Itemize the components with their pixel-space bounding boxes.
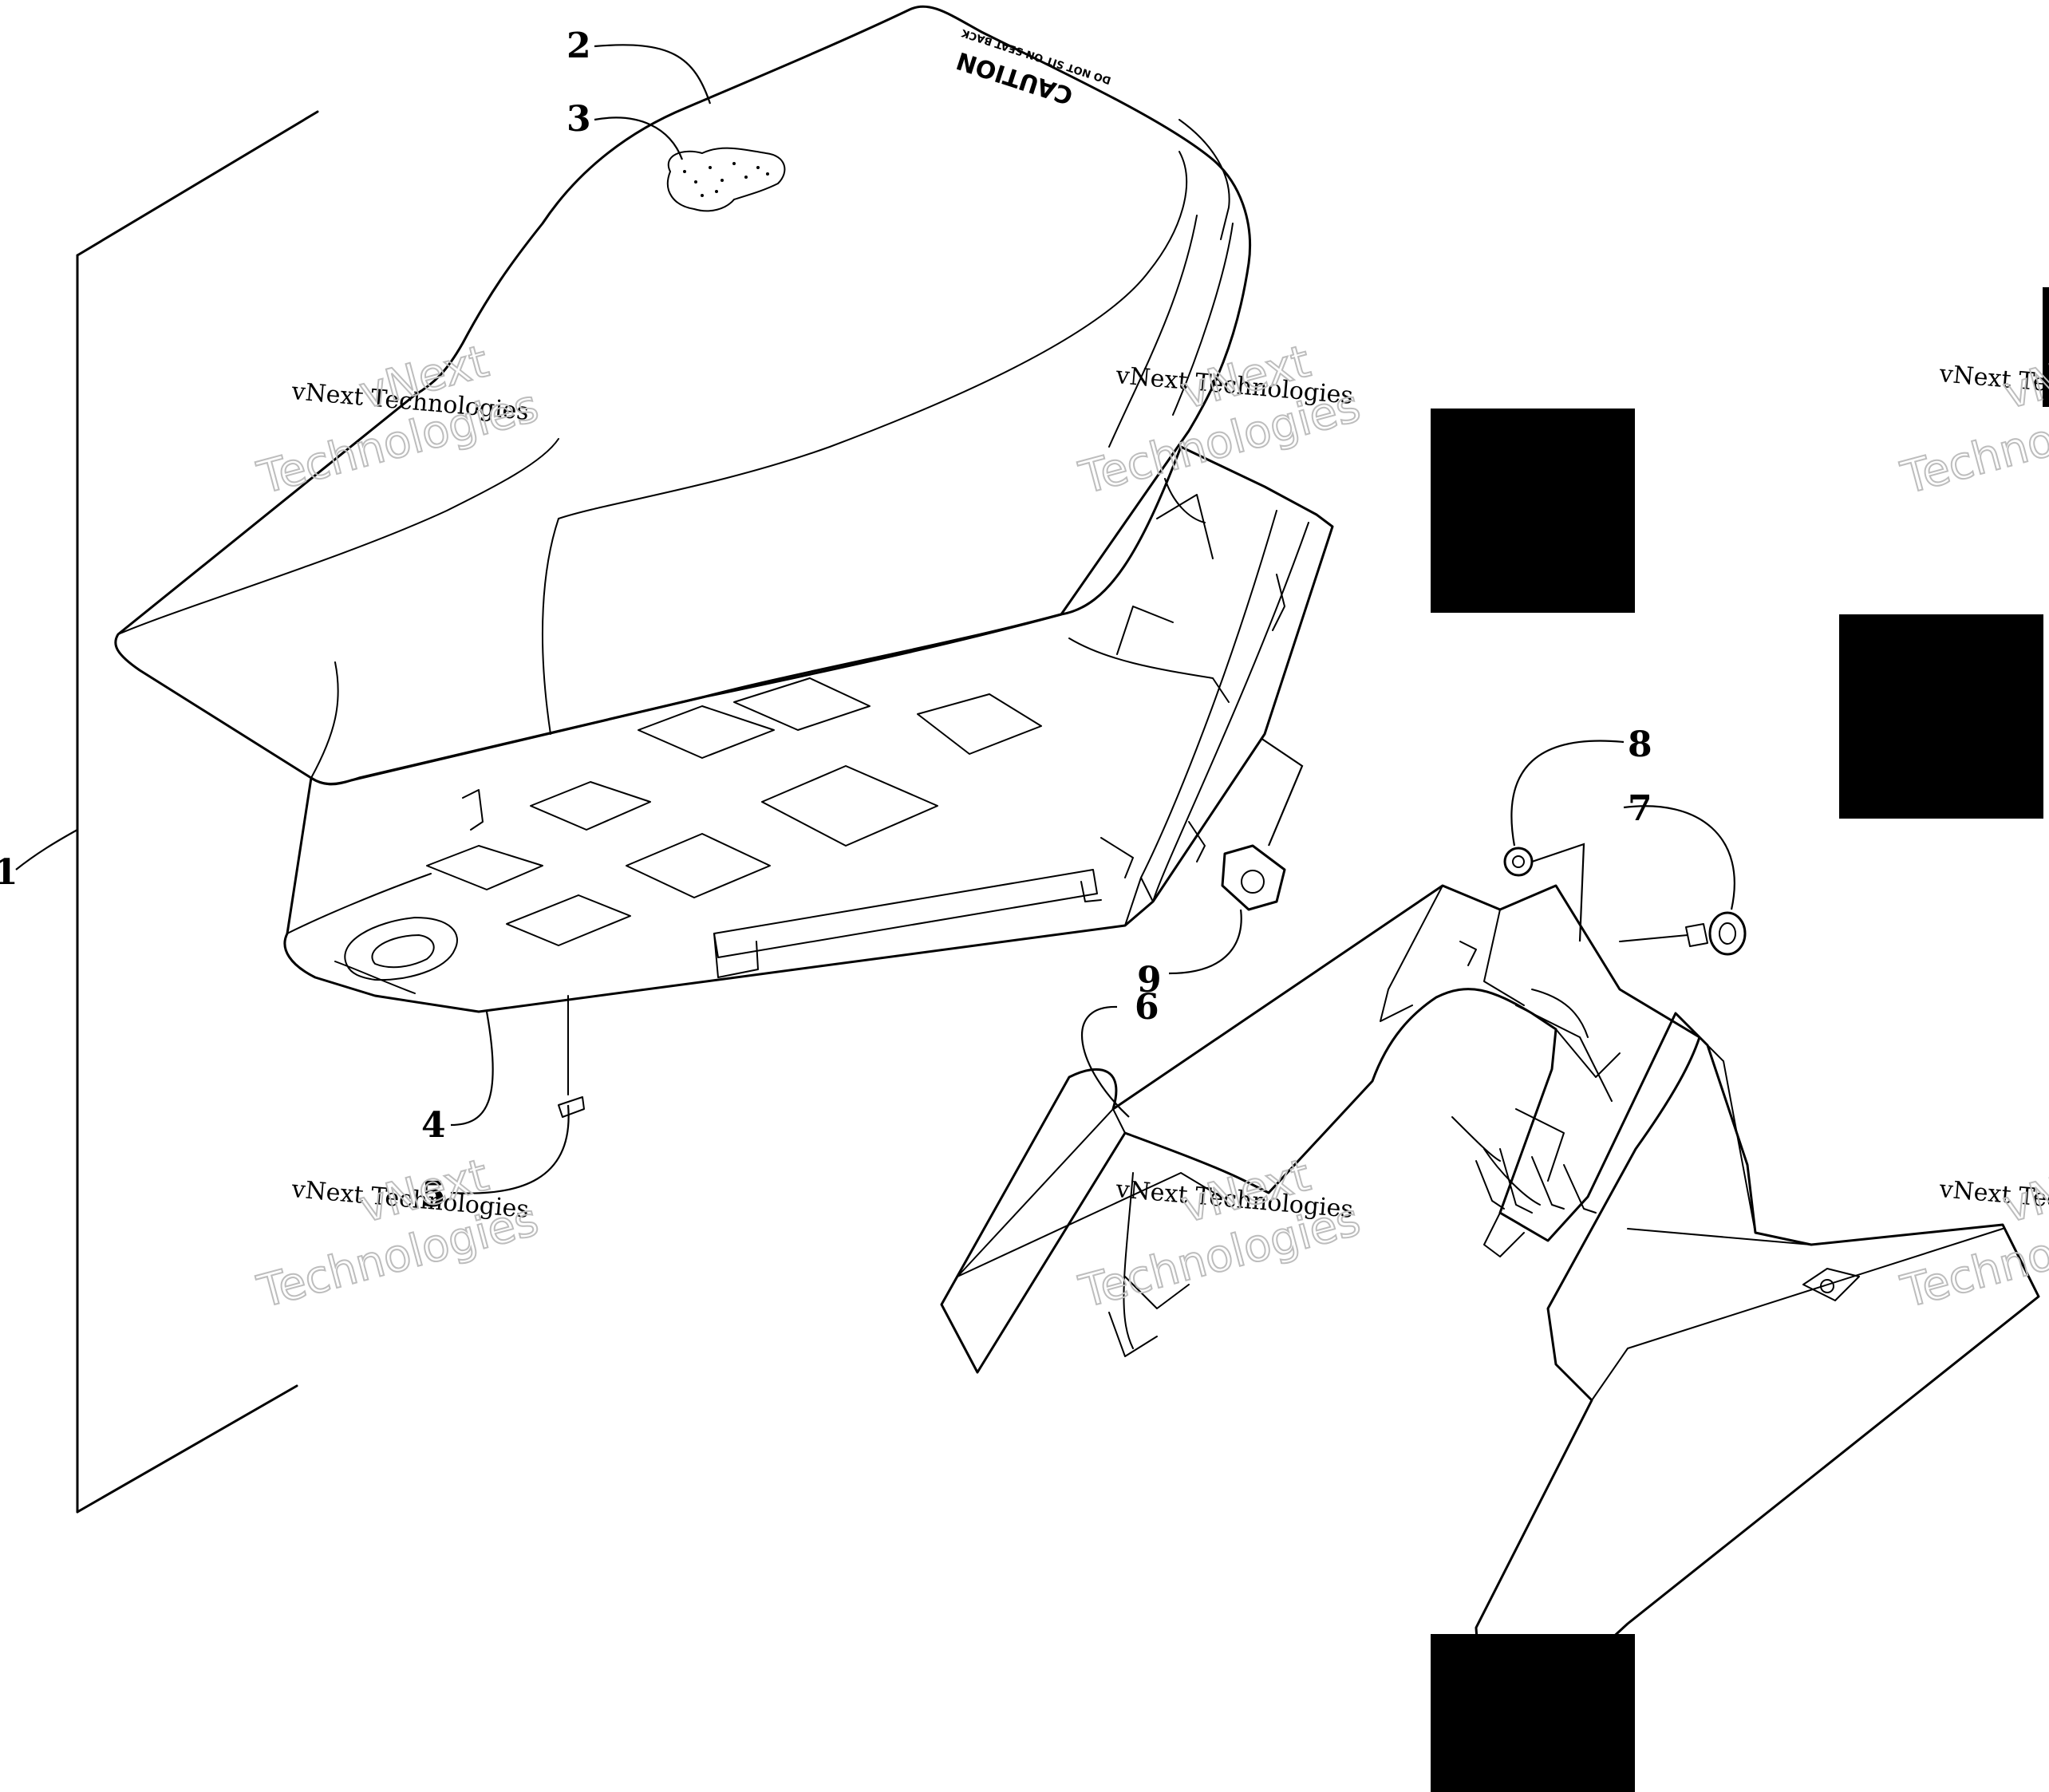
callout-labels: 1 2 3 4 5 6 7 8 9 xyxy=(0,26,1652,1215)
assembly-bracket xyxy=(76,110,319,1514)
watermark: vNext Technologies xyxy=(1073,335,1366,506)
redaction-block xyxy=(1431,409,1635,613)
speed-nut xyxy=(1221,844,1286,911)
redaction-block xyxy=(2043,287,2049,407)
caution-decal: CAUTION DO NOT SIT ON SEAT BACK xyxy=(953,26,1113,110)
watermark-line2a: vNext xyxy=(1998,1150,2049,1233)
screw xyxy=(1619,911,1747,956)
callout-1: 1 xyxy=(0,852,18,893)
redaction-block xyxy=(1431,1634,1635,1792)
watermark-line2a: vNext xyxy=(1998,336,2049,420)
washer xyxy=(1503,847,1534,877)
callout-5: 5 xyxy=(421,1174,446,1215)
callout-6: 6 xyxy=(1135,987,1159,1028)
seat-base xyxy=(283,445,1334,1013)
watermark: vNext Technologies xyxy=(251,1149,544,1320)
callout-8: 8 xyxy=(1628,724,1652,765)
callout-7: 7 xyxy=(1628,788,1652,829)
callout-9: 9 xyxy=(1137,960,1162,1001)
seat-cushion xyxy=(114,5,1252,786)
seat-back-support xyxy=(940,884,2040,1757)
callout-3: 3 xyxy=(567,99,591,140)
callout-4: 4 xyxy=(421,1105,446,1146)
watermark: vNext Technologies xyxy=(1895,335,2049,506)
callout-leaders xyxy=(15,44,1735,1194)
foam-patch xyxy=(666,147,786,212)
redaction-block xyxy=(1839,614,2043,819)
callout-2: 2 xyxy=(567,26,591,66)
seat-latch-clip xyxy=(558,995,585,1118)
